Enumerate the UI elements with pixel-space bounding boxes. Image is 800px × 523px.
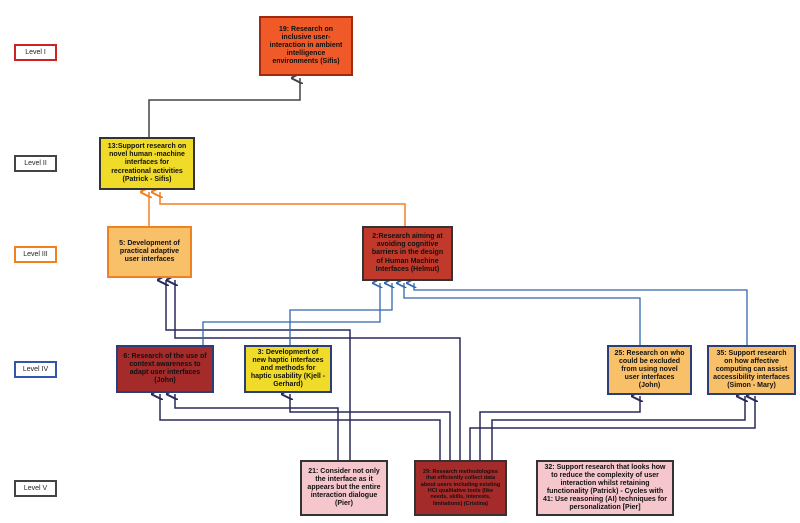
node-29-text: 29: Research methodologies that efficien… xyxy=(420,469,501,507)
level-label-1: Level I xyxy=(14,44,57,61)
node-21-text: 21: Consider not only the interface as i… xyxy=(307,467,381,508)
node-3: 3: Development of new haptic interfaces … xyxy=(244,345,332,393)
link-2-13 xyxy=(160,192,406,226)
node-21: 21: Consider not only the interface as i… xyxy=(300,460,388,516)
node-13: 13:Support research on novel human -mach… xyxy=(99,137,195,190)
node-3-text: 3: Development of new haptic interfaces … xyxy=(250,348,326,389)
link-32-25 xyxy=(479,396,640,460)
node-6-text: 6: Research of the use of context awaren… xyxy=(123,352,207,385)
link-32-5 xyxy=(175,280,461,460)
node-19-text: 19: Research on inclusive user-interacti… xyxy=(269,25,343,66)
link-6-2 xyxy=(202,283,380,345)
node-5-text: 5: Development of practical adaptive use… xyxy=(119,239,180,264)
link-29-6 xyxy=(160,394,441,460)
link-29-3 xyxy=(290,394,451,460)
level-label-4: Level IV xyxy=(14,361,57,378)
node-35-text: 35: Support research on how affective co… xyxy=(713,349,790,390)
link-29-35 xyxy=(469,396,755,460)
node-6: 6: Research of the use of context awaren… xyxy=(116,345,214,393)
node-29: 29: Research methodologies that efficien… xyxy=(414,460,507,516)
level-label-5: Level V xyxy=(14,480,57,497)
link-25-2 xyxy=(404,283,641,345)
node-25-text: 25: Research on who could be excluded fr… xyxy=(614,349,685,390)
node-19: 19: Research on inclusive user-interacti… xyxy=(259,16,353,76)
level-label-2: Level II xyxy=(14,155,57,172)
node-5: 5: Development of practical adaptive use… xyxy=(107,226,192,278)
node-35: 35: Support research on how affective co… xyxy=(707,345,796,395)
link-3-2 xyxy=(289,283,392,345)
node-32: 32: Support research that looks how to r… xyxy=(536,460,674,516)
node-2: 2:Research aiming at avoiding cognitive … xyxy=(362,226,453,281)
link-32-35 xyxy=(491,396,745,460)
link-35-2 xyxy=(414,283,748,345)
node-2-text: 2:Research aiming at avoiding cognitive … xyxy=(371,233,444,273)
link-21-5 xyxy=(166,280,351,460)
level-label-3: Level III xyxy=(14,246,57,263)
node-25: 25: Research on who could be excluded fr… xyxy=(607,345,692,395)
link-21-6 xyxy=(175,394,339,460)
link-13-19 xyxy=(148,78,300,137)
node-32-text: 32: Support research that looks how to r… xyxy=(542,463,668,512)
node-13-text: 13:Support research on novel human -mach… xyxy=(107,143,187,183)
